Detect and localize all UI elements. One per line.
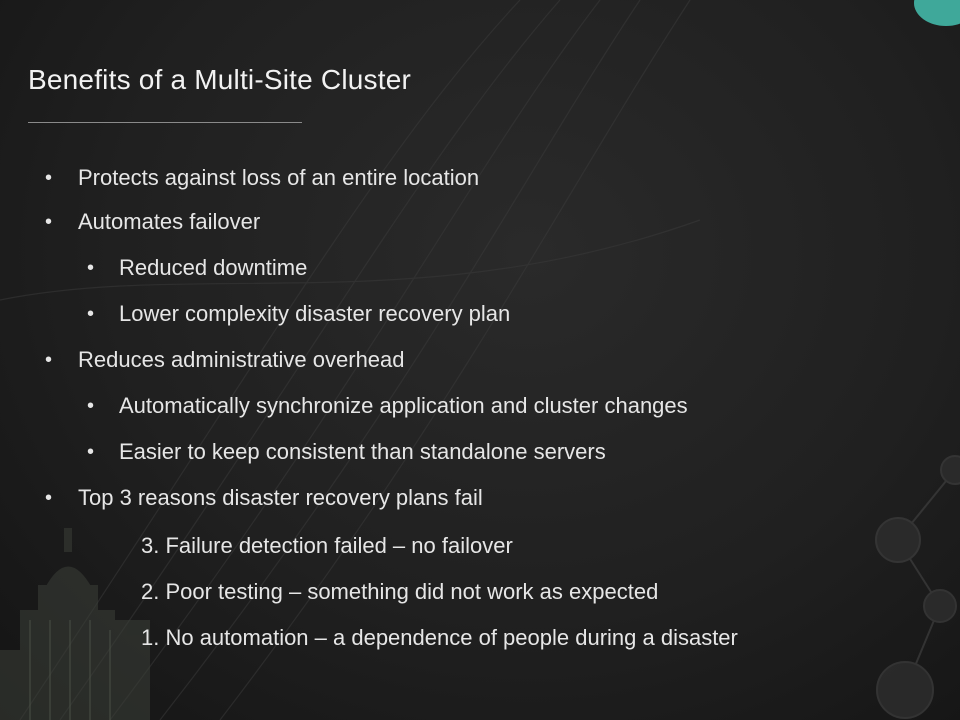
list-item-text: Automates failover [78, 209, 261, 234]
list-item-text: 1. No automation – a dependence of peopl… [141, 625, 738, 650]
list-item-text: Automatically synchronize application an… [119, 393, 688, 418]
list-item-text: 3. Failure detection failed – no failove… [141, 533, 513, 558]
list-item-text: Reduces administrative overhead [78, 347, 405, 372]
bullet-icon: • [45, 211, 53, 233]
bullet-icon: • [45, 167, 53, 189]
list-item-text: 2. Poor testing – something did not work… [141, 579, 659, 604]
slide-title: Benefits of a Multi-Site Cluster [28, 64, 411, 95]
bullet-icon: • [87, 395, 95, 417]
bullet-icon: • [87, 441, 95, 463]
bullet-icon: • [87, 257, 95, 279]
list-item-text: Reduced downtime [119, 255, 308, 280]
bullet-icon: • [87, 303, 95, 325]
title-underline [28, 122, 302, 123]
bullet-icon: • [45, 487, 53, 509]
list-item-text: Top 3 reasons disaster recovery plans fa… [78, 485, 483, 510]
list-item-text: Lower complexity disaster recovery plan [119, 301, 511, 326]
list-item-text: Easier to keep consistent than standalon… [119, 439, 606, 464]
list-item-text: Protects against loss of an entire locat… [78, 165, 480, 190]
bullet-icon: • [45, 349, 53, 371]
